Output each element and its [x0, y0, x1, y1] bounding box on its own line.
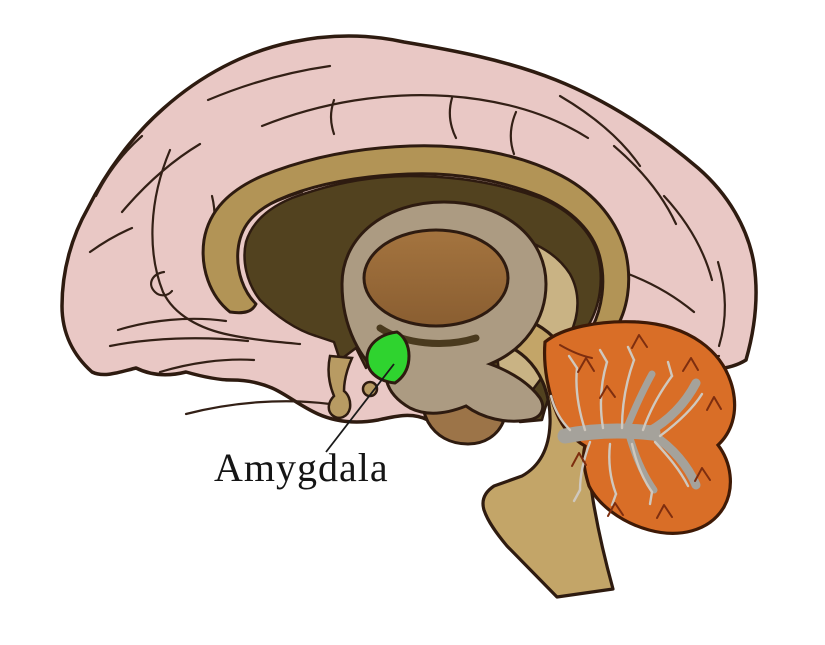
amygdala-pointer-line — [325, 363, 395, 453]
amygdala-label: Amygdala — [214, 445, 389, 490]
arbor-vitae-branches — [549, 334, 722, 519]
pituitary-stalk — [327, 354, 354, 420]
cerebellum-group — [542, 320, 737, 535]
thalamus-shape — [362, 228, 510, 328]
amygdala-highlight — [365, 330, 411, 385]
